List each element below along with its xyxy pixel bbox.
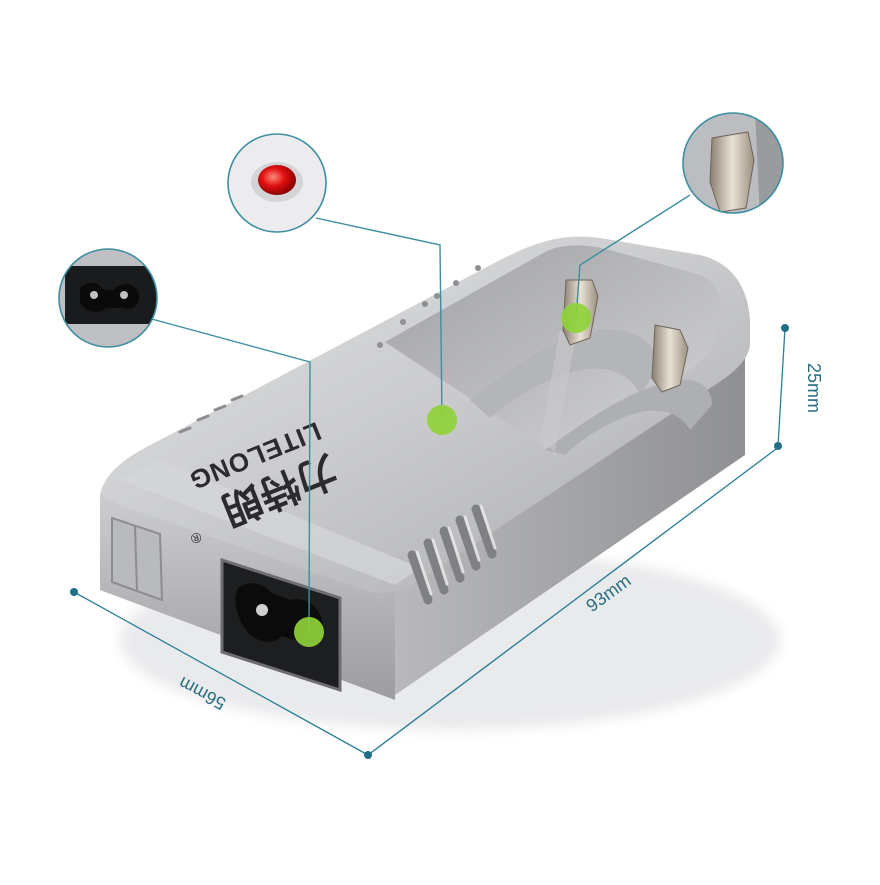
marker-led [427,405,457,435]
top-vent-grille [407,504,497,605]
metal-contact-icon [709,131,755,213]
callout-lines [147,194,691,633]
dimension-height-label: 25mm [804,363,824,413]
bay-cradle-right [545,379,712,455]
callout-indicator-led [227,133,327,233]
marker-contact [561,303,591,333]
callout-markers [294,303,591,647]
callout-power-socket [58,248,158,348]
led-holes [377,265,481,348]
dimension-lines [73,327,786,756]
top-edge-highlight [120,460,420,585]
edge-vents [178,394,244,434]
marker-socket [294,617,324,647]
battery-contact-2 [651,324,689,393]
callout-battery-contact [682,112,784,214]
red-led-icon [258,165,296,195]
bay-divider [540,330,575,452]
figure-8-socket-icon [80,282,140,313]
charger-right-side [395,335,745,695]
dimension-endpoints [70,324,789,759]
